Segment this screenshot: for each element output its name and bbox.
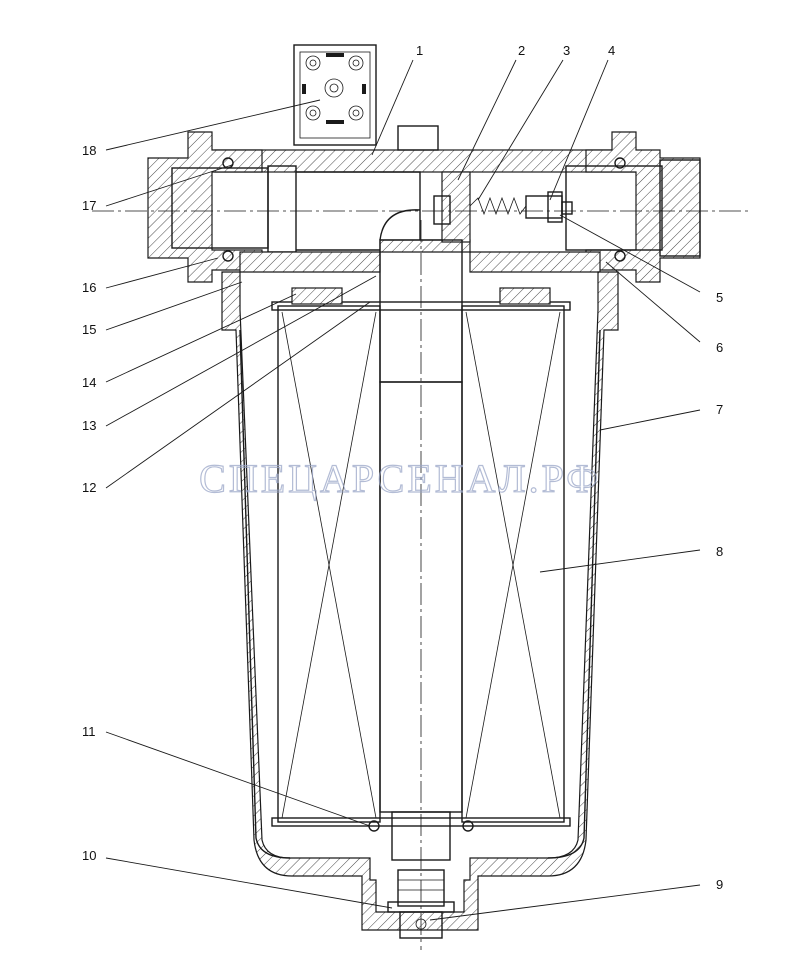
watermark: СПЕЦАРСЕНАЛ.РФ — [199, 456, 601, 501]
filter-head — [147, 125, 701, 283]
callout-15: 15 — [82, 322, 96, 337]
filter-bowl — [221, 271, 619, 931]
callout-9: 9 — [716, 877, 723, 892]
callout-4: 4 — [608, 43, 615, 58]
callout-5: 5 — [716, 290, 723, 305]
callout-11: 11 — [82, 724, 96, 739]
callout-12: 12 — [82, 480, 96, 495]
callout-13: 13 — [82, 418, 96, 433]
callout-7: 7 — [716, 402, 723, 417]
callout-14: 14 — [82, 375, 96, 390]
callout-1: 1 — [416, 43, 423, 58]
callouts: 1 2 3 4 5 6 7 8 9 10 11 12 13 14 15 16 1… — [82, 43, 723, 892]
callout-3: 3 — [563, 43, 570, 58]
callout-2: 2 — [518, 43, 525, 58]
leader-lines — [105, 59, 701, 921]
mounting-bracket — [293, 44, 377, 146]
callout-18: 18 — [82, 143, 96, 158]
bypass-valve — [433, 171, 573, 243]
callout-6: 6 — [716, 340, 723, 355]
callout-16: 16 — [82, 280, 96, 295]
callout-10: 10 — [82, 848, 96, 863]
callout-17: 17 — [82, 198, 96, 213]
callout-8: 8 — [716, 544, 723, 559]
